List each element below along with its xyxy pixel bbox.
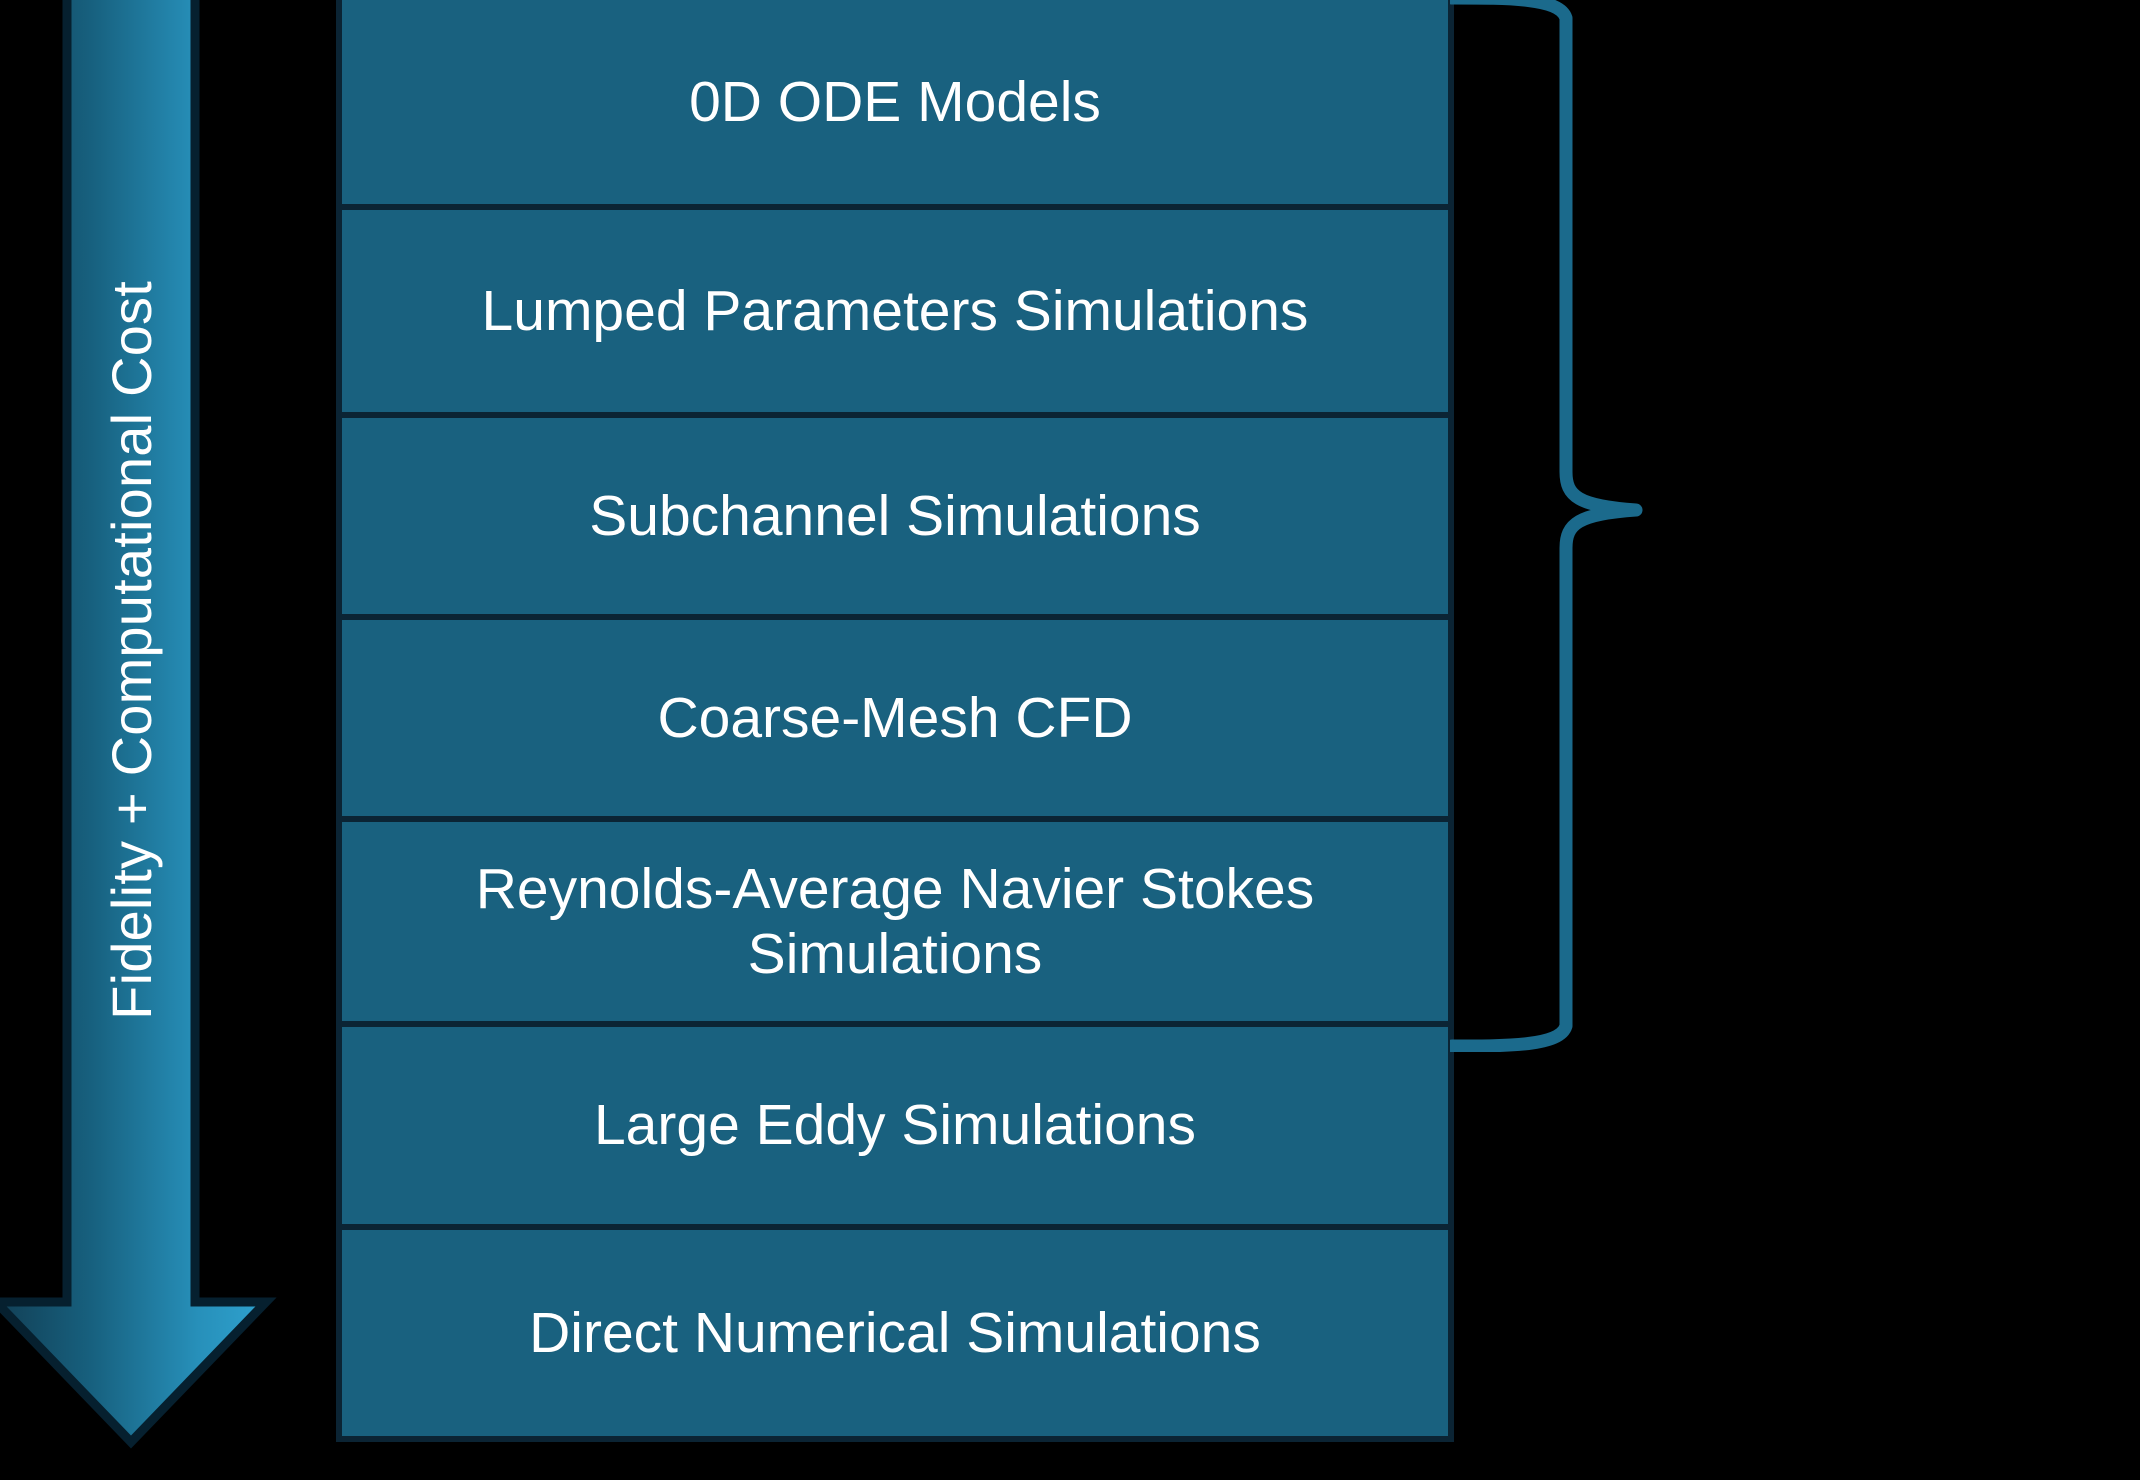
stack-item-0d-ode-models[interactable]: 0D ODE Models	[342, 0, 1448, 210]
stack-item-label: Large Eddy Simulations	[593, 1093, 1196, 1158]
stack-item-rans-simulations[interactable]: Reynolds-Average Navier Stokes Simulatio…	[342, 822, 1448, 1027]
stack-item-lumped-parameters-simulations[interactable]: Lumped Parameters Simulations	[342, 210, 1448, 418]
stack-item-label: Coarse-Mesh CFD	[657, 685, 1133, 750]
stack-item-label: Reynolds-Average Navier Stokes Simulatio…	[475, 856, 1315, 986]
stack-item-coarse-mesh-cfd[interactable]: Coarse-Mesh CFD	[342, 620, 1448, 822]
grouping-brace	[1450, 0, 1660, 1052]
fidelity-cost-arrow: Fidelity + Computational Cost	[0, 0, 280, 1450]
fidelity-stack: 0D ODE Models Lumped Parameters Simulati…	[336, 0, 1454, 1442]
stack-item-subchannel-simulations[interactable]: Subchannel Simulations	[342, 418, 1448, 620]
stack-item-label: 0D ODE Models	[689, 69, 1101, 134]
stack-item-label: Direct Numerical Simulations	[529, 1300, 1261, 1365]
stack-item-large-eddy-simulations[interactable]: Large Eddy Simulations	[342, 1027, 1448, 1230]
stack-item-label: Subchannel Simulations	[589, 483, 1201, 548]
right-curly-brace-icon	[1450, 0, 1643, 1052]
stack-item-direct-numerical-simulations[interactable]: Direct Numerical Simulations	[342, 1230, 1448, 1436]
stack-item-label: Lumped Parameters Simulations	[481, 278, 1309, 343]
down-arrow-icon	[0, 0, 277, 1449]
